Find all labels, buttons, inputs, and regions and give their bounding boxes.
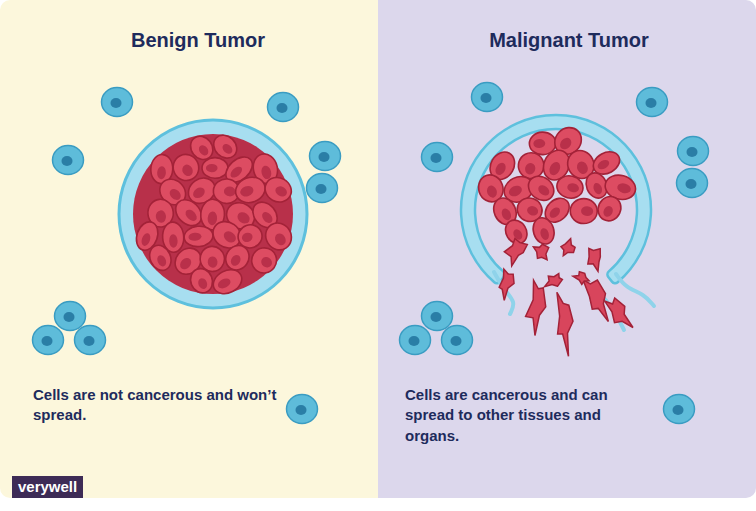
cell-nucleus <box>686 179 697 189</box>
cell-nucleus <box>431 312 442 322</box>
spreading-cell <box>557 237 579 259</box>
panel-title: Benign Tumor <box>48 28 348 52</box>
tumor-capsule <box>119 120 307 308</box>
cell-nucleus <box>316 184 327 194</box>
cell-nucleus <box>64 312 75 322</box>
tumor-cell <box>146 242 175 274</box>
tumor-mass <box>133 134 293 294</box>
tumor-cell <box>183 225 214 248</box>
spreading-cell <box>531 240 553 263</box>
spreading-cell <box>501 237 528 269</box>
spreading-cell <box>572 269 592 287</box>
normal-cell <box>53 146 84 175</box>
spreading-cell <box>541 271 564 292</box>
tumor-cell <box>247 243 282 278</box>
tumor-cell <box>261 173 296 207</box>
normal-cell <box>422 302 453 331</box>
normal-cell <box>287 395 318 424</box>
panel-description: Cells are cancerous and can spread to ot… <box>405 385 655 446</box>
cell-nucleus <box>111 98 122 108</box>
cell-nucleus <box>42 336 53 346</box>
normal-cell <box>102 88 133 117</box>
normal-cell <box>678 137 709 166</box>
cell-nucleus <box>431 153 442 163</box>
cell-nucleus <box>646 98 657 108</box>
tumor-cell <box>209 265 246 298</box>
tumor-panel: Malignant TumorCells are cancerous and c… <box>378 0 756 498</box>
cell-nucleus <box>673 405 684 415</box>
capsule-fragment <box>616 274 654 306</box>
panel-title: Malignant Tumor <box>419 28 719 52</box>
benign-tumor <box>119 120 307 308</box>
tumor-cell <box>221 241 253 274</box>
normal-cell <box>268 93 299 122</box>
cell-nucleus <box>84 336 95 346</box>
normal-cell <box>422 143 453 172</box>
tumor-cell <box>202 157 228 178</box>
normal-cells <box>33 88 341 424</box>
normal-cell <box>310 142 341 171</box>
tumor-cell <box>187 265 216 296</box>
normal-cell <box>75 326 106 355</box>
malignant-illustration <box>378 0 756 498</box>
cell-nucleus <box>277 103 288 113</box>
tumor-cell <box>594 193 625 225</box>
cell-nucleus <box>481 93 492 103</box>
cell-nucleus <box>319 152 330 162</box>
tumor-cell <box>555 173 586 201</box>
normal-cell <box>33 326 64 355</box>
cell-nucleus <box>451 336 462 346</box>
cell-nucleus <box>409 336 420 346</box>
tumor-cell <box>570 199 597 224</box>
normal-cell <box>55 302 86 331</box>
normal-cell <box>664 395 695 424</box>
cell-nucleus <box>296 405 307 415</box>
normal-cell <box>677 169 708 198</box>
normal-cell <box>442 326 473 355</box>
spreading-cell <box>585 246 604 272</box>
tumor-cell <box>530 215 557 247</box>
cell-nucleus <box>62 156 73 166</box>
normal-cell <box>637 88 668 117</box>
tumor-panel: Benign TumorCells are not cancerous and … <box>0 0 378 498</box>
benign-illustration <box>0 0 378 498</box>
watermark: verywell <box>12 476 83 498</box>
broken-capsule <box>461 115 651 283</box>
spreading-cell <box>497 269 516 302</box>
malignant-tumor <box>461 115 654 357</box>
normal-cells <box>400 83 709 424</box>
normal-cell <box>472 83 503 112</box>
panel-description: Cells are not cancerous and won’t spread… <box>33 385 295 426</box>
normal-cell <box>400 326 431 355</box>
spreading-cell <box>554 291 576 357</box>
spreading-cell <box>600 293 639 334</box>
normal-cell <box>307 174 338 203</box>
spreading-cell <box>524 280 548 336</box>
cell-nucleus <box>687 147 698 157</box>
